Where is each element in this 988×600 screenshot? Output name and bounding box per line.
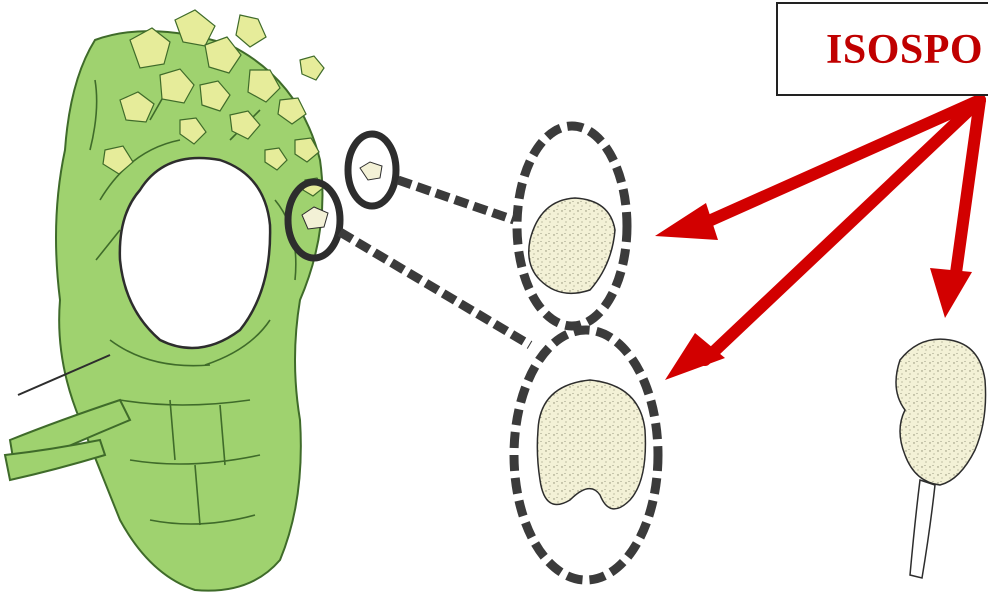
isospore-label-box: ISOSPO	[776, 2, 988, 96]
isospore-label: ISOSPO	[826, 26, 983, 74]
magnified-spore-upper	[517, 126, 627, 326]
germinating-spore	[896, 339, 986, 578]
sporangium-tissue	[5, 31, 323, 591]
magnified-spore-lower	[514, 330, 658, 580]
pointer-arrows	[655, 100, 980, 380]
small-spore-circle	[348, 134, 396, 206]
